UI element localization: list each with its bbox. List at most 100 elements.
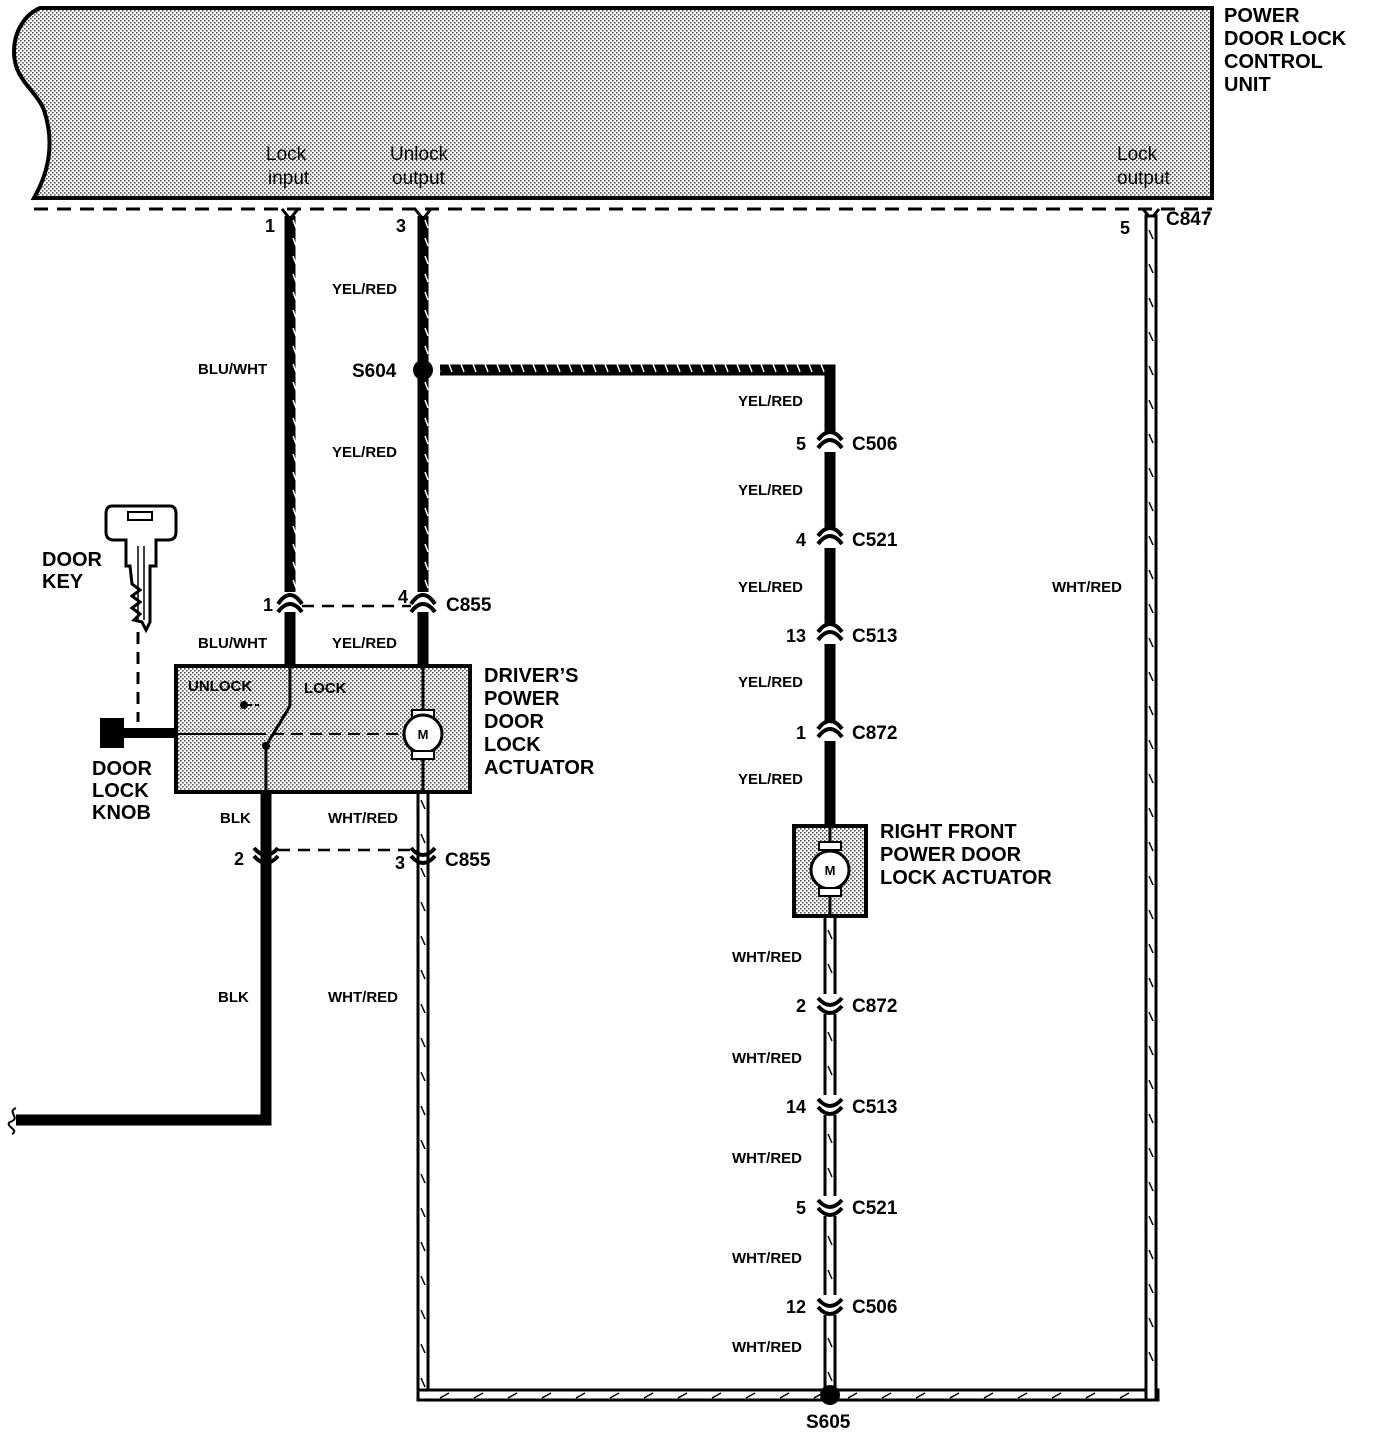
c855-upper-pin-right: 4 [398, 587, 408, 607]
door-key-label-2: KEY [42, 571, 84, 593]
chain-connector-arc [816, 1206, 844, 1217]
wire-hatch-marks [420, 229, 1154, 1399]
label-yel-red-1: YEL/RED [332, 281, 397, 298]
right-front-actuator: M RIGHT FRONT POWER DOOR LOCK ACTUATOR [792, 821, 1052, 918]
c855-lower-connector: 2 3 C855 [234, 846, 491, 873]
label-blu-wht-2: BLU/WHT [198, 635, 267, 652]
chain-connector-arc [816, 1198, 844, 1209]
switch-unlock-label: UNLOCK [188, 678, 252, 695]
port-lock-output-line-1: Lock [1117, 144, 1158, 165]
c847-pin-lock-input: 1 [265, 216, 275, 236]
wire-wht-red-center [823, 912, 837, 1396]
label-yel-red-3: YEL/RED [332, 635, 397, 652]
splice-s604-dot [413, 360, 433, 380]
chain-connector-arc [816, 1105, 844, 1116]
door-key: DOOR KEY [42, 504, 178, 722]
c855-lower-pin-left: 2 [234, 849, 244, 869]
door-lock-knob-label-2: LOCK [92, 780, 149, 802]
door-lock-knob-icon [100, 718, 124, 748]
wire-wht-red-left [416, 788, 430, 1402]
chain-upper-connector-name: C513 [852, 626, 897, 647]
label-yel-red-r3: YEL/RED [738, 579, 803, 596]
c855-lower-pin-right: 3 [395, 853, 405, 873]
port-unlock-output-line-2: output [392, 168, 446, 189]
chain-lower-connector-name: C521 [852, 1198, 898, 1219]
door-lock-knob-label-1: DOOR [92, 758, 153, 780]
right-front-title-1: RIGHT FRONT [880, 821, 1017, 843]
label-yel-red-r1: YEL/RED [738, 393, 803, 410]
label-wht-red-r4: WHT/RED [732, 1250, 802, 1267]
control-unit-title-line-4: UNIT [1224, 74, 1271, 96]
chain-lower-connector-name: C513 [852, 1097, 897, 1118]
label-yel-red-r4: YEL/RED [738, 674, 803, 691]
chain-lower-pin: 5 [796, 1198, 806, 1218]
driver-actuator-title-5: ACTUATOR [484, 757, 595, 779]
chain-connector-arc [816, 526, 844, 538]
chain-upper-pin: 13 [786, 626, 806, 646]
driver-actuator-title-1: DRIVER’S [484, 665, 578, 687]
driver-motor-label: M [418, 727, 429, 742]
label-wht-red-1: WHT/RED [328, 810, 398, 827]
control-unit-title-line-1: POWER [1224, 5, 1300, 27]
control-unit: POWER DOOR LOCK CONTROL UNIT Lock input … [11, 5, 1347, 238]
label-blk-2: BLK [218, 989, 249, 1006]
right-front-title-2: POWER DOOR [880, 844, 1022, 866]
chain-connector-arc [816, 1097, 844, 1108]
chain-upper-pin: 4 [796, 530, 806, 550]
wire-blk [7, 790, 272, 1135]
driver-actuator-title-4: LOCK [484, 734, 541, 756]
chain-upper-connector-name: C506 [852, 434, 897, 455]
driver-actuator-title-2: POWER [484, 688, 560, 710]
control-unit-body [11, 6, 1214, 200]
label-wht-red-r5: WHT/RED [732, 1339, 802, 1356]
chain-connector-arc [816, 430, 844, 442]
port-unlock-output-line-1: Unlock [390, 144, 449, 165]
port-lock-output-line-2: output [1117, 168, 1171, 189]
label-blu-wht-1: BLU/WHT [198, 361, 267, 378]
wire-wht-red-bottom [416, 1388, 1160, 1402]
right-front-motor-label: M [825, 863, 836, 878]
c847-pin-lock-output: 5 [1120, 218, 1130, 238]
chain-lower-connector-name: C506 [852, 1297, 897, 1318]
door-lock-knob-label-3: KNOB [92, 802, 151, 824]
chain-connector-arc [816, 1305, 844, 1316]
label-wht-red-2: WHT/RED [328, 989, 398, 1006]
splice-s605-dot [820, 1385, 840, 1405]
wire-color-labels: YEL/RED BLU/WHT YEL/RED BLU/WHT YEL/RED … [198, 281, 1122, 1356]
chain-connector-arc [816, 996, 844, 1007]
chain-connector-arc [816, 438, 844, 450]
port-lock-input-line-1: Lock [266, 144, 307, 165]
label-blk-1: BLK [220, 810, 251, 827]
control-unit-title-line-3: CONTROL [1224, 51, 1323, 73]
door-key-label-1: DOOR [42, 549, 103, 571]
c855-upper-connector: 1 4 C855 [263, 587, 492, 616]
label-yel-red-2: YEL/RED [332, 444, 397, 461]
label-yel-red-r5: YEL/RED [738, 771, 803, 788]
chain-upper-pin: 1 [796, 723, 806, 743]
splice-s605-label: S605 [806, 1412, 851, 1433]
switch-lock-label: LOCK [304, 680, 347, 697]
port-lock-input-line-2: input [268, 168, 310, 189]
right-front-title-3: LOCK ACTUATOR [880, 867, 1052, 889]
chain-upper-pin: 5 [796, 434, 806, 454]
c847-label: C847 [1166, 209, 1211, 230]
chain-lower-connector-name: C872 [852, 996, 897, 1017]
door-lock-knob: DOOR LOCK KNOB [92, 718, 176, 824]
driver-actuator: UNLOCK LOCK M DRIVER’S POWER DOOR LOCK A… [174, 664, 595, 794]
driver-actuator-title-3: DOOR [484, 711, 545, 733]
chain-connector-arc [816, 534, 844, 546]
wire-yel-red-right [440, 364, 836, 826]
c847-pin-unlock-output: 3 [396, 216, 406, 236]
chain-upper-connector-name: C521 [852, 530, 898, 551]
chain-lower-pin: 12 [786, 1297, 806, 1317]
door-key-icon [104, 504, 178, 634]
control-unit-title-line-2: DOOR LOCK [1224, 28, 1347, 50]
chain-connector-arc [816, 727, 844, 739]
label-wht-red-r2: WHT/RED [732, 1050, 802, 1067]
wire-wht-red-right [1144, 214, 1158, 1402]
c855-upper-pin-left: 1 [263, 595, 273, 615]
chain-lower-pin: 2 [796, 996, 806, 1016]
splice-s604-label: S604 [352, 361, 397, 382]
